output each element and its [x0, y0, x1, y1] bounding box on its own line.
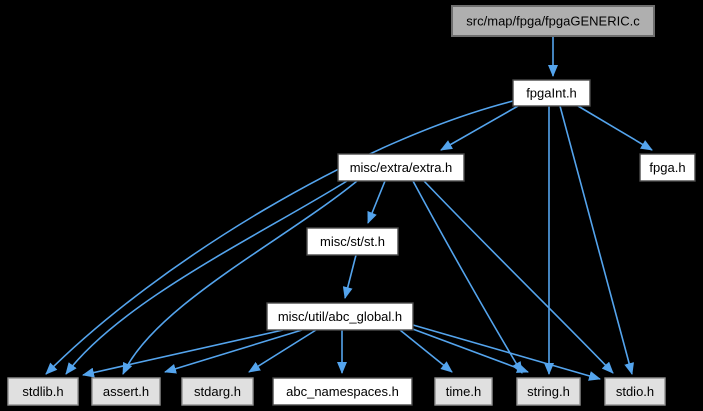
node-label-stdio_h: stdio.h — [616, 384, 654, 399]
node-label-abc_global_h: misc/util/abc_global.h — [278, 309, 402, 324]
node-box-abc_global_h[interactable] — [266, 302, 414, 331]
edge-extra_h-to-string_h — [412, 180, 523, 374]
node-label-fpga_h: fpga.h — [649, 160, 685, 175]
edge-extra_h-to-stdlib_h — [65, 180, 348, 375]
edge-abc_global_h-to-stdlib_h — [82, 329, 284, 378]
node-fpgaGENERIC_c[interactable]: src/map/fpga/fpgaGENERIC.c — [451, 5, 655, 37]
edge-st_h-to-abc_global_h — [342, 254, 357, 299]
edge-extra_h-to-assert_h — [122, 180, 358, 375]
node-abc_namespaces_h[interactable]: abc_namespaces.h — [272, 377, 413, 406]
node-assert_h[interactable]: assert.h — [91, 377, 161, 406]
node-label-time_h: time.h — [446, 384, 481, 399]
edge-fpgaInt_h-to-stdio_h — [559, 105, 634, 375]
node-stdarg_h[interactable]: stdarg.h — [181, 377, 254, 406]
node-extra_h[interactable]: misc/extra/extra.h — [337, 153, 465, 182]
node-label-st_h: misc/st/st.h — [320, 234, 385, 249]
edge-abc_global_h-to-string_h — [409, 327, 529, 373]
node-box-time_h[interactable] — [434, 377, 493, 406]
node-box-st_h[interactable] — [306, 227, 399, 256]
node-stdio_h[interactable]: stdio.h — [604, 377, 666, 406]
edge-abc_global_h-to-stdio_h — [412, 324, 601, 381]
node-box-abc_namespaces_h[interactable] — [272, 377, 413, 406]
node-box-assert_h[interactable] — [91, 377, 161, 406]
edge-abc_global_h-to-time_h — [399, 329, 453, 373]
node-box-stdio_h[interactable] — [604, 377, 666, 406]
node-label-fpgaInt_h: fpgaInt.h — [526, 86, 577, 101]
node-label-assert_h: assert.h — [103, 384, 149, 399]
node-label-extra_h: misc/extra/extra.h — [350, 160, 453, 175]
node-box-fpga_h[interactable] — [639, 153, 696, 182]
edge-fpgaInt_h-to-extra_h — [440, 105, 519, 151]
edge-abc_global_h-to-assert_h — [164, 329, 303, 374]
node-stdlib_h[interactable]: stdlib.h — [7, 377, 79, 406]
node-box-fpgaInt_h[interactable] — [512, 79, 591, 107]
node-abc_global_h[interactable]: misc/util/abc_global.h — [266, 302, 414, 331]
node-label-stdarg_h: stdarg.h — [194, 384, 241, 399]
edges-layer — [45, 36, 653, 381]
node-label-abc_namespaces_h: abc_namespaces.h — [286, 384, 399, 399]
edge-extra_h-to-stdio_h — [423, 180, 614, 374]
node-fpga_h[interactable]: fpga.h — [639, 153, 696, 182]
node-box-string_h[interactable] — [516, 377, 581, 406]
node-box-fpgaGENERIC_c[interactable] — [451, 5, 655, 37]
node-time_h[interactable]: time.h — [434, 377, 493, 406]
edge-abc_global_h-to-stdarg_h — [248, 329, 317, 373]
node-box-stdlib_h[interactable] — [7, 377, 79, 406]
nodes-layer: src/map/fpga/fpgaGENERIC.c fpgaInt.h misc/… — [7, 5, 696, 406]
node-box-extra_h[interactable] — [337, 153, 465, 182]
node-string_h[interactable]: string.h — [516, 377, 581, 406]
edge-fpgaInt_h-to-fpga_h — [577, 105, 653, 151]
node-fpgaInt_h[interactable]: fpgaInt.h — [512, 79, 591, 107]
edge-fpgaInt_h-to-stdlib_h — [45, 100, 514, 375]
node-label-fpgaGENERIC_c: src/map/fpga/fpgaGENERIC.c — [466, 14, 640, 29]
edge-extra_h-to-st_h — [367, 180, 386, 224]
node-box-stdarg_h[interactable] — [181, 377, 254, 406]
node-label-string_h: string.h — [527, 384, 570, 399]
node-st_h[interactable]: misc/st/st.h — [306, 227, 399, 256]
node-label-stdlib_h: stdlib.h — [22, 384, 63, 399]
